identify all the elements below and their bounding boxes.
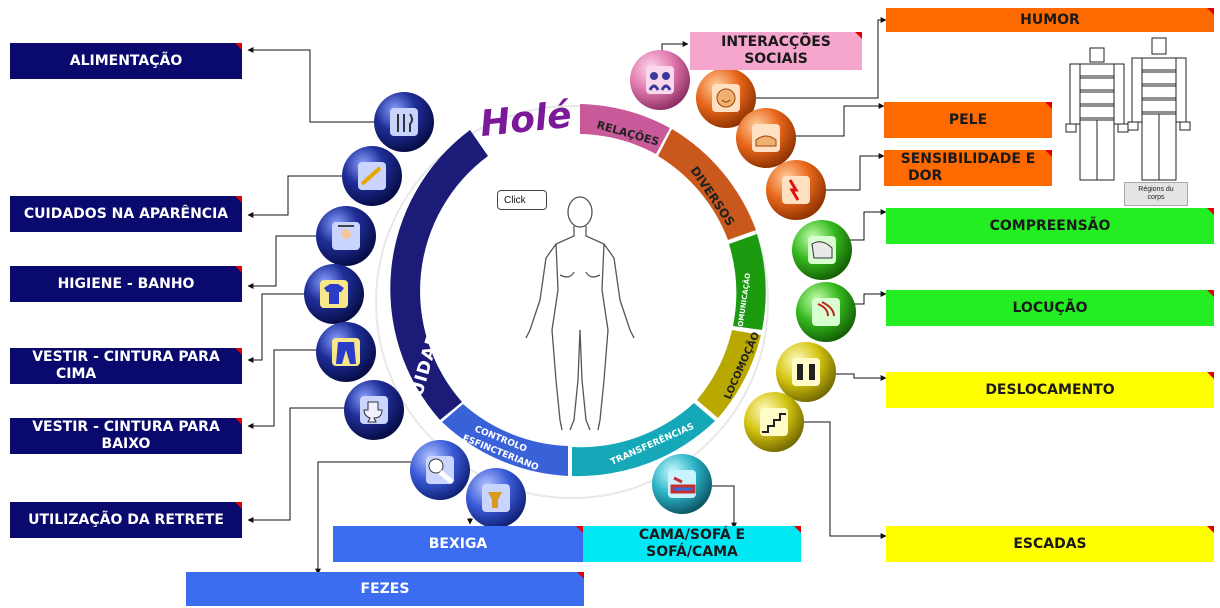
alimentacao-label: ALIMENTAÇÃO	[69, 52, 183, 69]
wheel-segment-locomocao[interactable]	[697, 330, 761, 418]
cutlery-icon[interactable]	[374, 92, 434, 152]
fezes-label: FEZES	[360, 580, 410, 597]
hole-logo: Holé	[478, 95, 573, 145]
comprehension-icon[interactable]	[792, 220, 852, 280]
corner-marker	[235, 266, 242, 273]
bexiga-button[interactable]: BEXIGA	[333, 526, 583, 562]
walking-icon[interactable]	[776, 342, 836, 402]
bexiga-label: BEXIGA	[428, 535, 488, 552]
cama-sofa-label-1: CAMA/SOFÁ E	[638, 527, 746, 543]
body-regions-label-2: corps	[1147, 194, 1165, 201]
wheel-segment-comunicacao[interactable]	[729, 234, 766, 330]
corner-marker	[235, 418, 242, 425]
corner-marker	[855, 32, 862, 39]
corner-marker	[235, 43, 242, 50]
wheel-segment-relacoes[interactable]	[580, 104, 670, 154]
vestir-baixo-label-2: BAIXO	[101, 436, 151, 452]
corner-marker	[577, 572, 584, 579]
vestir-cima-label-1: VESTIR - CINTURA PARA	[32, 349, 220, 365]
toilet-icon[interactable]	[344, 380, 404, 440]
body-regions-label-1: Régions du	[1138, 186, 1174, 193]
wheel-segment-diversos[interactable]	[658, 129, 756, 240]
cuidados-aparencia-label: CUIDADOS NA APARÊNCIA	[23, 205, 229, 222]
utilizacao-retrete-label: UTILIZAÇÃO DA RETRETE	[28, 511, 224, 528]
corner-marker	[235, 502, 242, 509]
pele-button[interactable]: PELE	[884, 102, 1052, 138]
deslocamento-label: DESLOCAMENTO	[985, 381, 1115, 398]
body-region-map[interactable]	[1065, 37, 1191, 181]
corner-marker	[1207, 372, 1214, 379]
corner-marker	[1207, 290, 1214, 297]
corner-marker	[1207, 526, 1214, 533]
escadas-button[interactable]: ESCADAS	[886, 526, 1214, 562]
locucao-label: LOCUÇÃO	[1012, 299, 1088, 316]
compreensao-label: COMPREENSÃO	[989, 217, 1111, 234]
wheel-segment-cuidados[interactable]	[390, 130, 488, 420]
escadas-label: ESCADAS	[1013, 535, 1087, 552]
fezes-button[interactable]: FEZES	[186, 572, 584, 606]
sensibilidade-label-2: DOR	[908, 168, 943, 184]
utilizacao-retrete-button[interactable]: UTILIZAÇÃO DA RETRETE	[10, 502, 242, 538]
bed-transfer-icon[interactable]	[652, 454, 712, 514]
higiene-banho-label: HIGIENE - BANHO	[57, 275, 195, 292]
corner-marker	[1207, 8, 1214, 15]
higiene-banho-button[interactable]: HIGIENE - BANHO	[10, 266, 242, 302]
vestir-baixo-label-1: VESTIR - CINTURA PARA	[32, 419, 220, 435]
shower-icon[interactable]	[316, 206, 376, 266]
wheel-segment-transferencias[interactable]	[572, 403, 715, 477]
click-callout[interactable]: Click	[497, 190, 547, 210]
compreensao-button[interactable]: COMPREENSÃO	[886, 208, 1214, 244]
corner-marker	[1045, 102, 1052, 109]
interaccoes-label-1: INTERACÇÕES	[721, 34, 831, 50]
deslocamento-button[interactable]: DESLOCAMENTO	[886, 372, 1214, 408]
bladder-icon[interactable]	[466, 468, 526, 528]
stairs-icon[interactable]	[744, 392, 804, 452]
corner-marker	[1045, 150, 1052, 157]
trousers-icon[interactable]	[316, 322, 376, 382]
corner-marker	[235, 348, 242, 355]
icon-balls	[304, 50, 856, 528]
pain-icon[interactable]	[766, 160, 826, 220]
mood-face-icon[interactable]	[696, 68, 756, 128]
humor-label: HUMOR	[1020, 11, 1080, 28]
cuidados-aparencia-button[interactable]: CUIDADOS NA APARÊNCIA	[10, 196, 242, 232]
locucao-button[interactable]: LOCUÇÃO	[886, 290, 1214, 326]
corner-marker	[794, 526, 801, 533]
speech-icon[interactable]	[796, 282, 856, 342]
corner-marker	[576, 526, 583, 533]
skin-hand-icon[interactable]	[736, 108, 796, 168]
humor-button[interactable]: HUMOR	[886, 8, 1214, 32]
category-wheel	[375, 104, 769, 499]
alimentacao-button[interactable]: ALIMENTAÇÃO	[10, 43, 242, 79]
body-figure[interactable]	[525, 196, 635, 431]
pele-label: PELE	[948, 111, 988, 128]
sensibilidade-label-1: SENSIBILIDADE E	[900, 151, 1036, 167]
mirror-icon[interactable]	[342, 146, 402, 206]
interaccoes-label-2: SOCIAIS	[744, 51, 808, 67]
corner-marker	[235, 196, 242, 203]
shirt-icon[interactable]	[304, 264, 364, 324]
corner-marker	[1207, 208, 1214, 215]
vestir-cima-label-2: CIMA	[56, 366, 97, 382]
social-interaction-icon[interactable]	[630, 50, 690, 110]
wheel-segment-controlo[interactable]	[442, 404, 568, 476]
cama-sofa-label-2: SOFÁ/CAMA	[646, 544, 738, 560]
toilet-paper-icon[interactable]	[410, 440, 470, 500]
